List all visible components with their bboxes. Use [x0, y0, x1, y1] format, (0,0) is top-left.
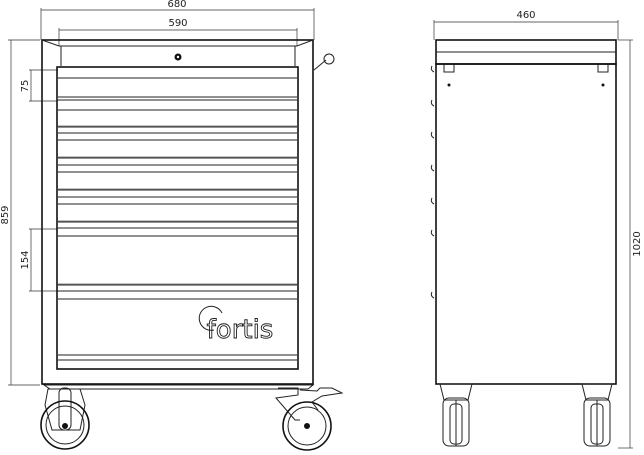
- dimension-859: 859: [0, 39, 40, 386]
- side-handle[interactable]: [313, 53, 335, 71]
- drawer-stack: [56, 66, 299, 370]
- side-view: 460 1020: [430, 10, 643, 449]
- cabinet-frame: [41, 39, 314, 385]
- dimension-460: 460: [433, 10, 619, 40]
- fortis-logo: fortis: [207, 315, 274, 345]
- dimension-680: 680: [40, 0, 315, 40]
- fixed-caster-left: [40, 387, 90, 450]
- side-panel: [435, 63, 617, 385]
- dimension-1020: 1020: [618, 39, 643, 449]
- dim-label-154: 154: [20, 250, 31, 269]
- dim-label-590: 590: [168, 18, 187, 29]
- drawers: [58, 77, 297, 361]
- base-plate: [42, 384, 315, 390]
- dim-label-680: 680: [167, 0, 186, 10]
- swivel-caster-brake-right[interactable]: [275, 387, 344, 451]
- side-caster-left: [439, 383, 473, 447]
- dimension-154: 154: [20, 228, 58, 292]
- dim-label-460: 460: [516, 10, 535, 21]
- dim-label-1020: 1020: [632, 231, 643, 256]
- dimension-590: 590: [58, 18, 298, 46]
- top-tray: [41, 39, 314, 66]
- logo-arc: [198, 305, 223, 331]
- dim-label-859: 859: [0, 205, 11, 224]
- drawer-handles-side: [430, 65, 435, 299]
- dimension-75: 75: [20, 69, 58, 102]
- side-caster-right: [581, 383, 613, 447]
- front-view: 680 590 859 75 154: [0, 0, 344, 451]
- dim-label-75: 75: [20, 80, 31, 93]
